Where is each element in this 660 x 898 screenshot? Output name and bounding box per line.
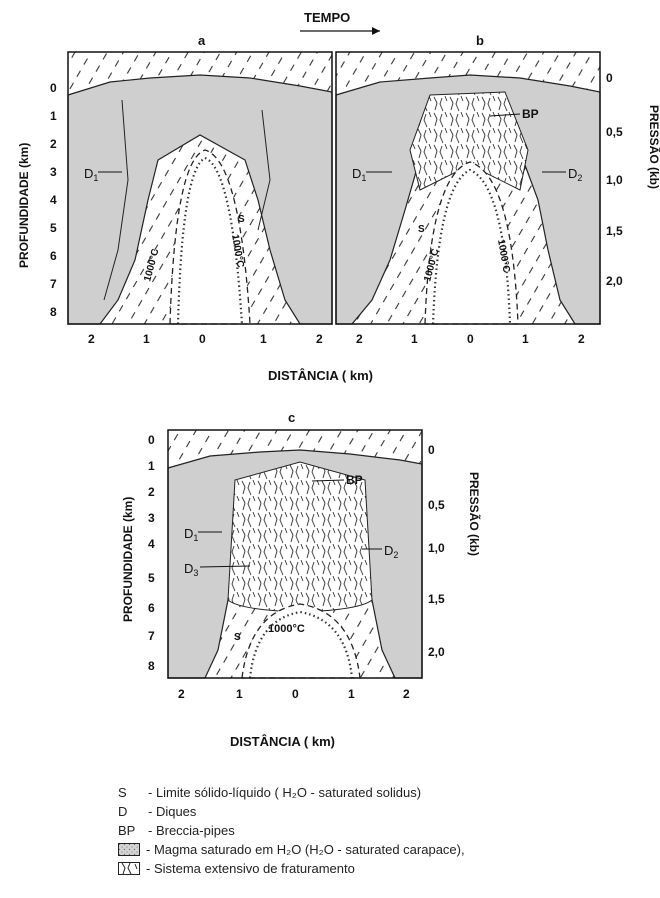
depth-tick: 4 xyxy=(148,537,155,551)
pressure-tick: 1,0 xyxy=(606,173,623,187)
panel-a-letter: a xyxy=(198,33,206,48)
distance-tick: 2 xyxy=(316,332,323,346)
panel-b-pressure-label: PRESSÃO (kb) xyxy=(647,105,660,189)
legend-text-carapace: - Magma saturado em H₂O (H₂O - saturated… xyxy=(146,842,465,857)
panel-b-letter: b xyxy=(476,33,484,48)
distance-label-top: DISTÂNCIA ( km) xyxy=(268,368,373,383)
legend-row-dikes: D - Diques xyxy=(118,802,638,821)
depth-tick: 7 xyxy=(50,277,57,291)
panel-c-letter: c xyxy=(288,410,295,425)
depth-tick: 6 xyxy=(148,601,155,615)
pressure-tick: 2,0 xyxy=(428,645,445,659)
legend-text-fracture: - Sistema extensivo de fraturamento xyxy=(146,861,355,876)
depth-tick: 4 xyxy=(50,193,57,207)
fracture-swatch-icon xyxy=(118,862,140,875)
panel-c-distance-axis: 2 1 0 1 2 xyxy=(178,687,410,701)
distance-tick: 0 xyxy=(292,687,299,701)
depth-tick: 0 xyxy=(148,433,155,447)
depth-tick: 3 xyxy=(148,511,155,525)
depth-tick: 1 xyxy=(50,109,57,123)
distance-label-bottom: DISTÂNCIA ( km) xyxy=(230,734,335,749)
panel-c-isotherm-label: 1000°C xyxy=(268,623,305,635)
panel-a-distance-axis: 2 1 0 1 2 xyxy=(88,332,323,346)
pressure-tick: 0 xyxy=(606,71,613,85)
panel-c: c D1 D3 D2 BP S 1000°C 0 1 2 3 4 5 6 7 8… xyxy=(121,410,482,701)
panel-b: b D1 D2 BP S 1000°C 1000°C 0 0,5 1,0 1,5… xyxy=(336,33,660,346)
panel-b-pressure-axis: 0 0,5 1,0 1,5 2,0 xyxy=(606,71,623,288)
legend-row-breccia: BP - Breccia-pipes xyxy=(118,821,638,840)
distance-tick: 2 xyxy=(403,687,410,701)
legend-text-bp: - Breccia-pipes xyxy=(148,823,235,838)
pressure-tick: 2,0 xyxy=(606,274,623,288)
pressure-tick: 1,5 xyxy=(428,592,445,606)
panel-b-solidus-label: S xyxy=(418,224,425,235)
distance-tick: 0 xyxy=(199,332,206,346)
legend-key-s: S xyxy=(118,785,148,800)
pressure-tick: 0,5 xyxy=(606,125,623,139)
depth-tick: 8 xyxy=(148,659,155,673)
legend-row-fracture: - Sistema extensivo de fraturamento xyxy=(118,859,638,878)
panel-c-pressure-axis: 0 0,5 1,0 1,5 2,0 xyxy=(428,443,445,659)
depth-tick: 0 xyxy=(50,81,57,95)
legend: S - Limite sólido-líquido ( H₂O - satura… xyxy=(118,783,638,878)
tempo-arrow-head xyxy=(372,27,380,35)
legend-text-s: - Limite sólido-líquido ( H₂O - saturate… xyxy=(148,785,421,800)
distance-tick: 1 xyxy=(236,687,243,701)
depth-tick: 2 xyxy=(50,137,57,151)
legend-row-carapace: - Magma saturado em H₂O (H₂O - saturated… xyxy=(118,840,638,859)
distance-tick: 1 xyxy=(348,687,355,701)
depth-tick: 6 xyxy=(50,249,57,263)
depth-tick: 7 xyxy=(148,629,155,643)
panel-c-bp-label: BP xyxy=(346,473,363,487)
distance-tick: 1 xyxy=(143,332,150,346)
panel-a: a D1 1000°C 1000°C S 0 1 2 3 4 5 6 7 8 P… xyxy=(17,33,332,346)
depth-tick: 5 xyxy=(50,221,57,235)
depth-tick: 2 xyxy=(148,485,155,499)
distance-tick: 0 xyxy=(467,332,474,346)
depth-tick: 8 xyxy=(50,305,57,319)
pressure-tick: 0 xyxy=(428,443,435,457)
pressure-tick: 1,0 xyxy=(428,541,445,555)
panel-b-distance-axis: 2 1 0 1 2 xyxy=(356,332,585,346)
distance-tick: 2 xyxy=(578,332,585,346)
panel-c-pressure-label: PRESSÃO (kb) xyxy=(467,472,482,556)
depth-tick: 3 xyxy=(50,165,57,179)
depth-tick: 1 xyxy=(148,459,155,473)
legend-row-solidus: S - Limite sólido-líquido ( H₂O - satura… xyxy=(118,783,638,802)
panel-c-depth-label: PROFUNDIDADE (km) xyxy=(121,497,135,622)
pressure-tick: 0,5 xyxy=(428,498,445,512)
distance-tick: 2 xyxy=(88,332,95,346)
panel-a-depth-label: PROFUNDIDADE (km) xyxy=(17,143,31,268)
pressure-tick: 1,5 xyxy=(606,224,623,238)
panel-a-depth-axis: 0 1 2 3 4 5 6 7 8 xyxy=(50,81,57,319)
legend-key-bp: BP xyxy=(118,823,148,838)
legend-text-d: - Diques xyxy=(148,804,196,819)
panel-a-solidus-label: S xyxy=(238,214,245,225)
distance-tick: 2 xyxy=(356,332,363,346)
distance-tick: 1 xyxy=(411,332,418,346)
carapace-swatch-icon xyxy=(118,843,140,856)
distance-tick: 1 xyxy=(260,332,267,346)
depth-tick: 5 xyxy=(148,571,155,585)
panel-b-bp-label: BP xyxy=(522,107,539,121)
tempo-label: TEMPO xyxy=(304,10,350,25)
distance-tick: 2 xyxy=(178,687,185,701)
distance-tick: 1 xyxy=(522,332,529,346)
panel-c-solidus-label: S xyxy=(234,632,241,643)
panel-c-depth-axis: 0 1 2 3 4 5 6 7 8 xyxy=(148,433,155,673)
legend-key-d: D xyxy=(118,804,148,819)
